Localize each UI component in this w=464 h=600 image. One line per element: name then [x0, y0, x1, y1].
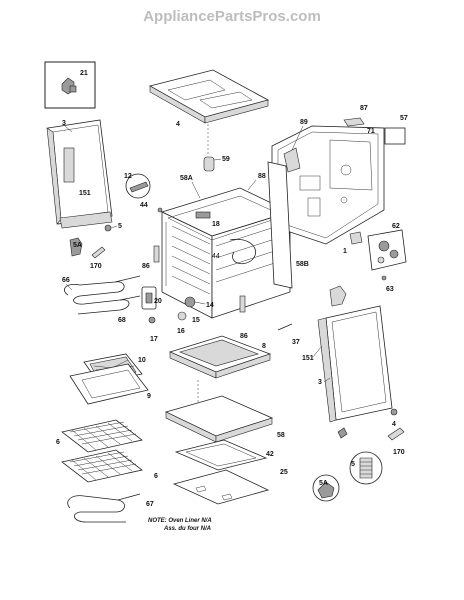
part-62-switch: 62 63	[349, 223, 407, 293]
callout-66: 66	[62, 277, 70, 284]
callout-6-bottom: 6	[154, 473, 158, 480]
callout-9: 9	[147, 393, 151, 400]
callout-71: 71	[367, 128, 375, 135]
part-86-left: 86	[142, 245, 160, 270]
callout-10: 10	[138, 357, 146, 364]
callout-16: 16	[177, 328, 185, 335]
small-parts-20-17: 20 14 15 16 17	[141, 286, 214, 343]
left-hinge-parts: 5 5A 170	[69, 223, 122, 270]
bottom-stack: 8 58 42 25	[164, 335, 288, 505]
oven-cavity-58a: 58A 88 18 44	[160, 173, 292, 319]
callout-5a-right: 5A	[319, 480, 328, 487]
side-panel-58b: 58B 1	[267, 161, 347, 289]
callout-87: 87	[360, 105, 368, 112]
callout-151-left: 151	[79, 190, 91, 197]
callout-62: 62	[392, 223, 400, 230]
callout-37: 37	[292, 339, 300, 346]
broil-pan-10-9: 10 9	[69, 353, 151, 405]
part-86-right: 86	[239, 295, 248, 340]
callout-170-right: 170	[393, 449, 405, 456]
note-line-1: NOTE: Oven Liner N/A	[148, 518, 212, 524]
callout-3-left: 3	[62, 120, 66, 127]
callout-57: 57	[400, 115, 408, 122]
callout-5-left: 5	[118, 223, 122, 230]
callout-86-left: 86	[142, 263, 150, 270]
rear-panel-87: 89 87 71 57	[271, 105, 408, 245]
right-oven-door: 151 3	[302, 285, 393, 423]
callout-4: 4	[176, 121, 180, 128]
callout-3-right: 3	[318, 379, 322, 386]
part-21-inset: 21	[44, 61, 96, 109]
callout-89: 89	[300, 119, 308, 126]
callout-6-top: 6	[56, 439, 60, 446]
callout-17: 17	[150, 336, 158, 343]
callout-18: 18	[212, 221, 220, 228]
oven-racks-6: 6 6	[56, 419, 158, 483]
broil-element-67: 67	[67, 493, 154, 523]
callout-86-right: 86	[240, 333, 248, 340]
callout-42: 42	[266, 451, 274, 458]
callout-151-right: 151	[302, 355, 314, 362]
callout-5a-left: 5A	[73, 242, 82, 249]
callout-44-mid: 44	[212, 253, 220, 260]
callout-21: 21	[80, 70, 88, 77]
watermark-text: AppliancePartsPros.com	[143, 8, 321, 25]
part-12-circle: 12 44	[124, 173, 163, 213]
part-37: 37	[277, 323, 300, 346]
note-line-2: Ass. du four N/A	[163, 526, 211, 532]
callout-59: 59	[222, 156, 230, 163]
callout-8: 8	[262, 343, 266, 350]
callout-67: 67	[146, 501, 154, 508]
callout-63: 63	[386, 286, 394, 293]
callout-68: 68	[118, 317, 126, 324]
callout-88: 88	[258, 173, 266, 180]
callout-58a: 58A	[180, 175, 193, 182]
part-59: 59	[203, 156, 230, 172]
left-oven-door: 3 151	[46, 119, 113, 229]
callout-58b: 58B	[296, 261, 309, 268]
callout-1: 1	[343, 248, 347, 255]
callout-4-right: 4	[392, 421, 396, 428]
callout-14: 14	[206, 302, 214, 309]
callout-170-left: 170	[90, 263, 102, 270]
right-hinge-parts: 4 5A 5 170	[312, 408, 405, 502]
bake-element-66: 66 68	[62, 275, 141, 324]
callout-20: 20	[154, 298, 162, 305]
callout-25: 25	[280, 469, 288, 476]
callout-12: 12	[124, 173, 132, 180]
callout-44-top: 44	[140, 202, 148, 209]
callout-15: 15	[192, 317, 200, 324]
callout-5-right: 5	[351, 461, 355, 468]
callout-58: 58	[277, 432, 285, 439]
top-panel-4: 4	[148, 69, 270, 155]
